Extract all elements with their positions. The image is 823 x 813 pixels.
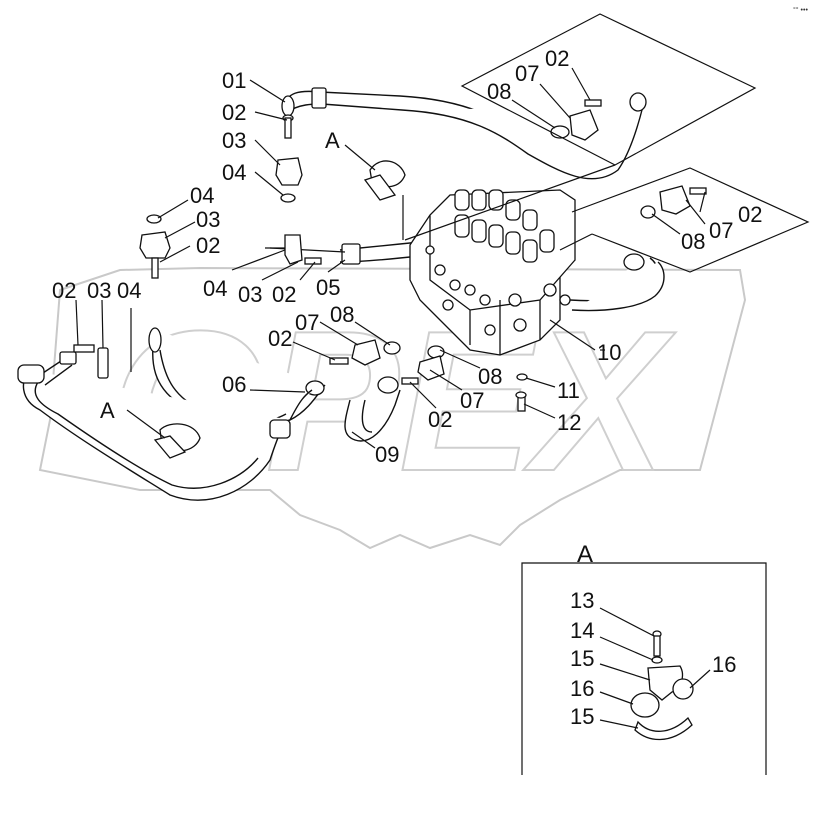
detail-callout-14: 14	[570, 618, 594, 643]
callout-02-c: 02	[268, 326, 292, 351]
detail-callout-16-left: 16	[570, 676, 594, 701]
hose-09	[289, 376, 401, 442]
callout-07-tr: 07	[515, 61, 539, 86]
callout-04-fl: 04	[117, 278, 141, 303]
callout-02: 02	[222, 100, 246, 125]
callout-05: 05	[316, 275, 340, 300]
callout-08-mr: 08	[681, 229, 705, 254]
callout-02-tr: 02	[545, 46, 569, 71]
flange-group-top-right	[550, 99, 602, 141]
hose-right	[569, 253, 665, 312]
callout-09: 09	[375, 442, 399, 467]
callout-A-lower: A	[100, 398, 115, 423]
corner-mark: °° •••	[793, 6, 808, 14]
clamp-A-lower	[153, 423, 201, 459]
callout-02-ml: 02	[196, 233, 220, 258]
callout-03: 03	[222, 128, 246, 153]
callout-panels	[402, 13, 810, 273]
callout-08-tr: 08	[487, 79, 511, 104]
bolt-11-12	[515, 373, 528, 412]
flange-group-center	[329, 339, 401, 366]
callout-07-lr: 07	[460, 388, 484, 413]
hose-top	[281, 87, 647, 180]
callout-02-mid: 02	[272, 282, 296, 307]
callout-10: 10	[597, 340, 621, 365]
callout-01: 01	[222, 68, 246, 93]
flange-group-mid-right	[640, 185, 707, 219]
callout-08-c: 08	[330, 302, 354, 327]
callout-06: 06	[222, 372, 246, 397]
callout-03-fl: 03	[87, 278, 111, 303]
detail-callout-15-bottom: 15	[570, 704, 594, 729]
callout-07-c: 07	[295, 310, 319, 335]
callout-07-mr: 07	[709, 218, 733, 243]
flange-group-mid-left	[139, 214, 171, 279]
callout-11: 11	[557, 378, 580, 403]
callout-12: 12	[557, 410, 581, 435]
detail-callout-13: 13	[570, 588, 594, 613]
hose-06-loop	[17, 327, 326, 501]
control-valve-block	[409, 189, 576, 356]
detail-A-title: A	[577, 541, 593, 568]
callout-02-fl: 02	[52, 278, 76, 303]
callout-03-mid: 03	[238, 282, 262, 307]
callout-03-ml: 03	[196, 207, 220, 232]
detail-callout-15-top: 15	[570, 646, 594, 671]
flange-group-top-left	[275, 114, 303, 203]
elbow-fitting-04	[265, 234, 322, 265]
detail-callout-16-right: 16	[712, 652, 736, 677]
clamp-A-top	[363, 160, 406, 201]
callout-02-mr: 02	[738, 202, 762, 227]
callout-04: 04	[222, 160, 246, 185]
callout-02-lr: 02	[428, 407, 452, 432]
callout-A-top: A	[325, 128, 340, 153]
callout-labels: 01 02 03 04 A 02 07 08 04 03 02 04 03 02…	[52, 46, 762, 467]
callout-04-ml: 04	[190, 183, 214, 208]
detail-A-panel: A 13 14 15 16 16 15	[521, 541, 767, 775]
callout-04-mid: 04	[203, 276, 227, 301]
leader-lines	[75, 67, 706, 449]
callout-08-lr: 08	[478, 364, 502, 389]
